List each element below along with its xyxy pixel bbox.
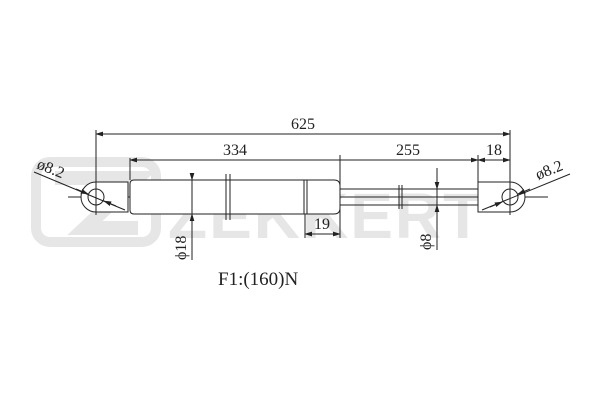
dim-body-diameter: ϕ18 — [173, 236, 190, 260]
dim-end-fitting: 18 — [486, 142, 502, 159]
dim-end-cap: 19 — [314, 216, 330, 233]
cylinder-body — [129, 174, 341, 220]
dim-rod-diameter: ϕ8 — [418, 234, 435, 250]
force-label: F1:(160)N — [218, 269, 299, 290]
dim-body-length: 334 — [223, 142, 247, 159]
dim-right-eye-diameter: ø8.2 — [533, 157, 565, 183]
piston-rod — [340, 185, 478, 209]
dim-overall-length: 625 — [291, 116, 315, 133]
dim-rod-length: 255 — [396, 142, 420, 159]
left-eye-fitting — [80, 130, 129, 215]
